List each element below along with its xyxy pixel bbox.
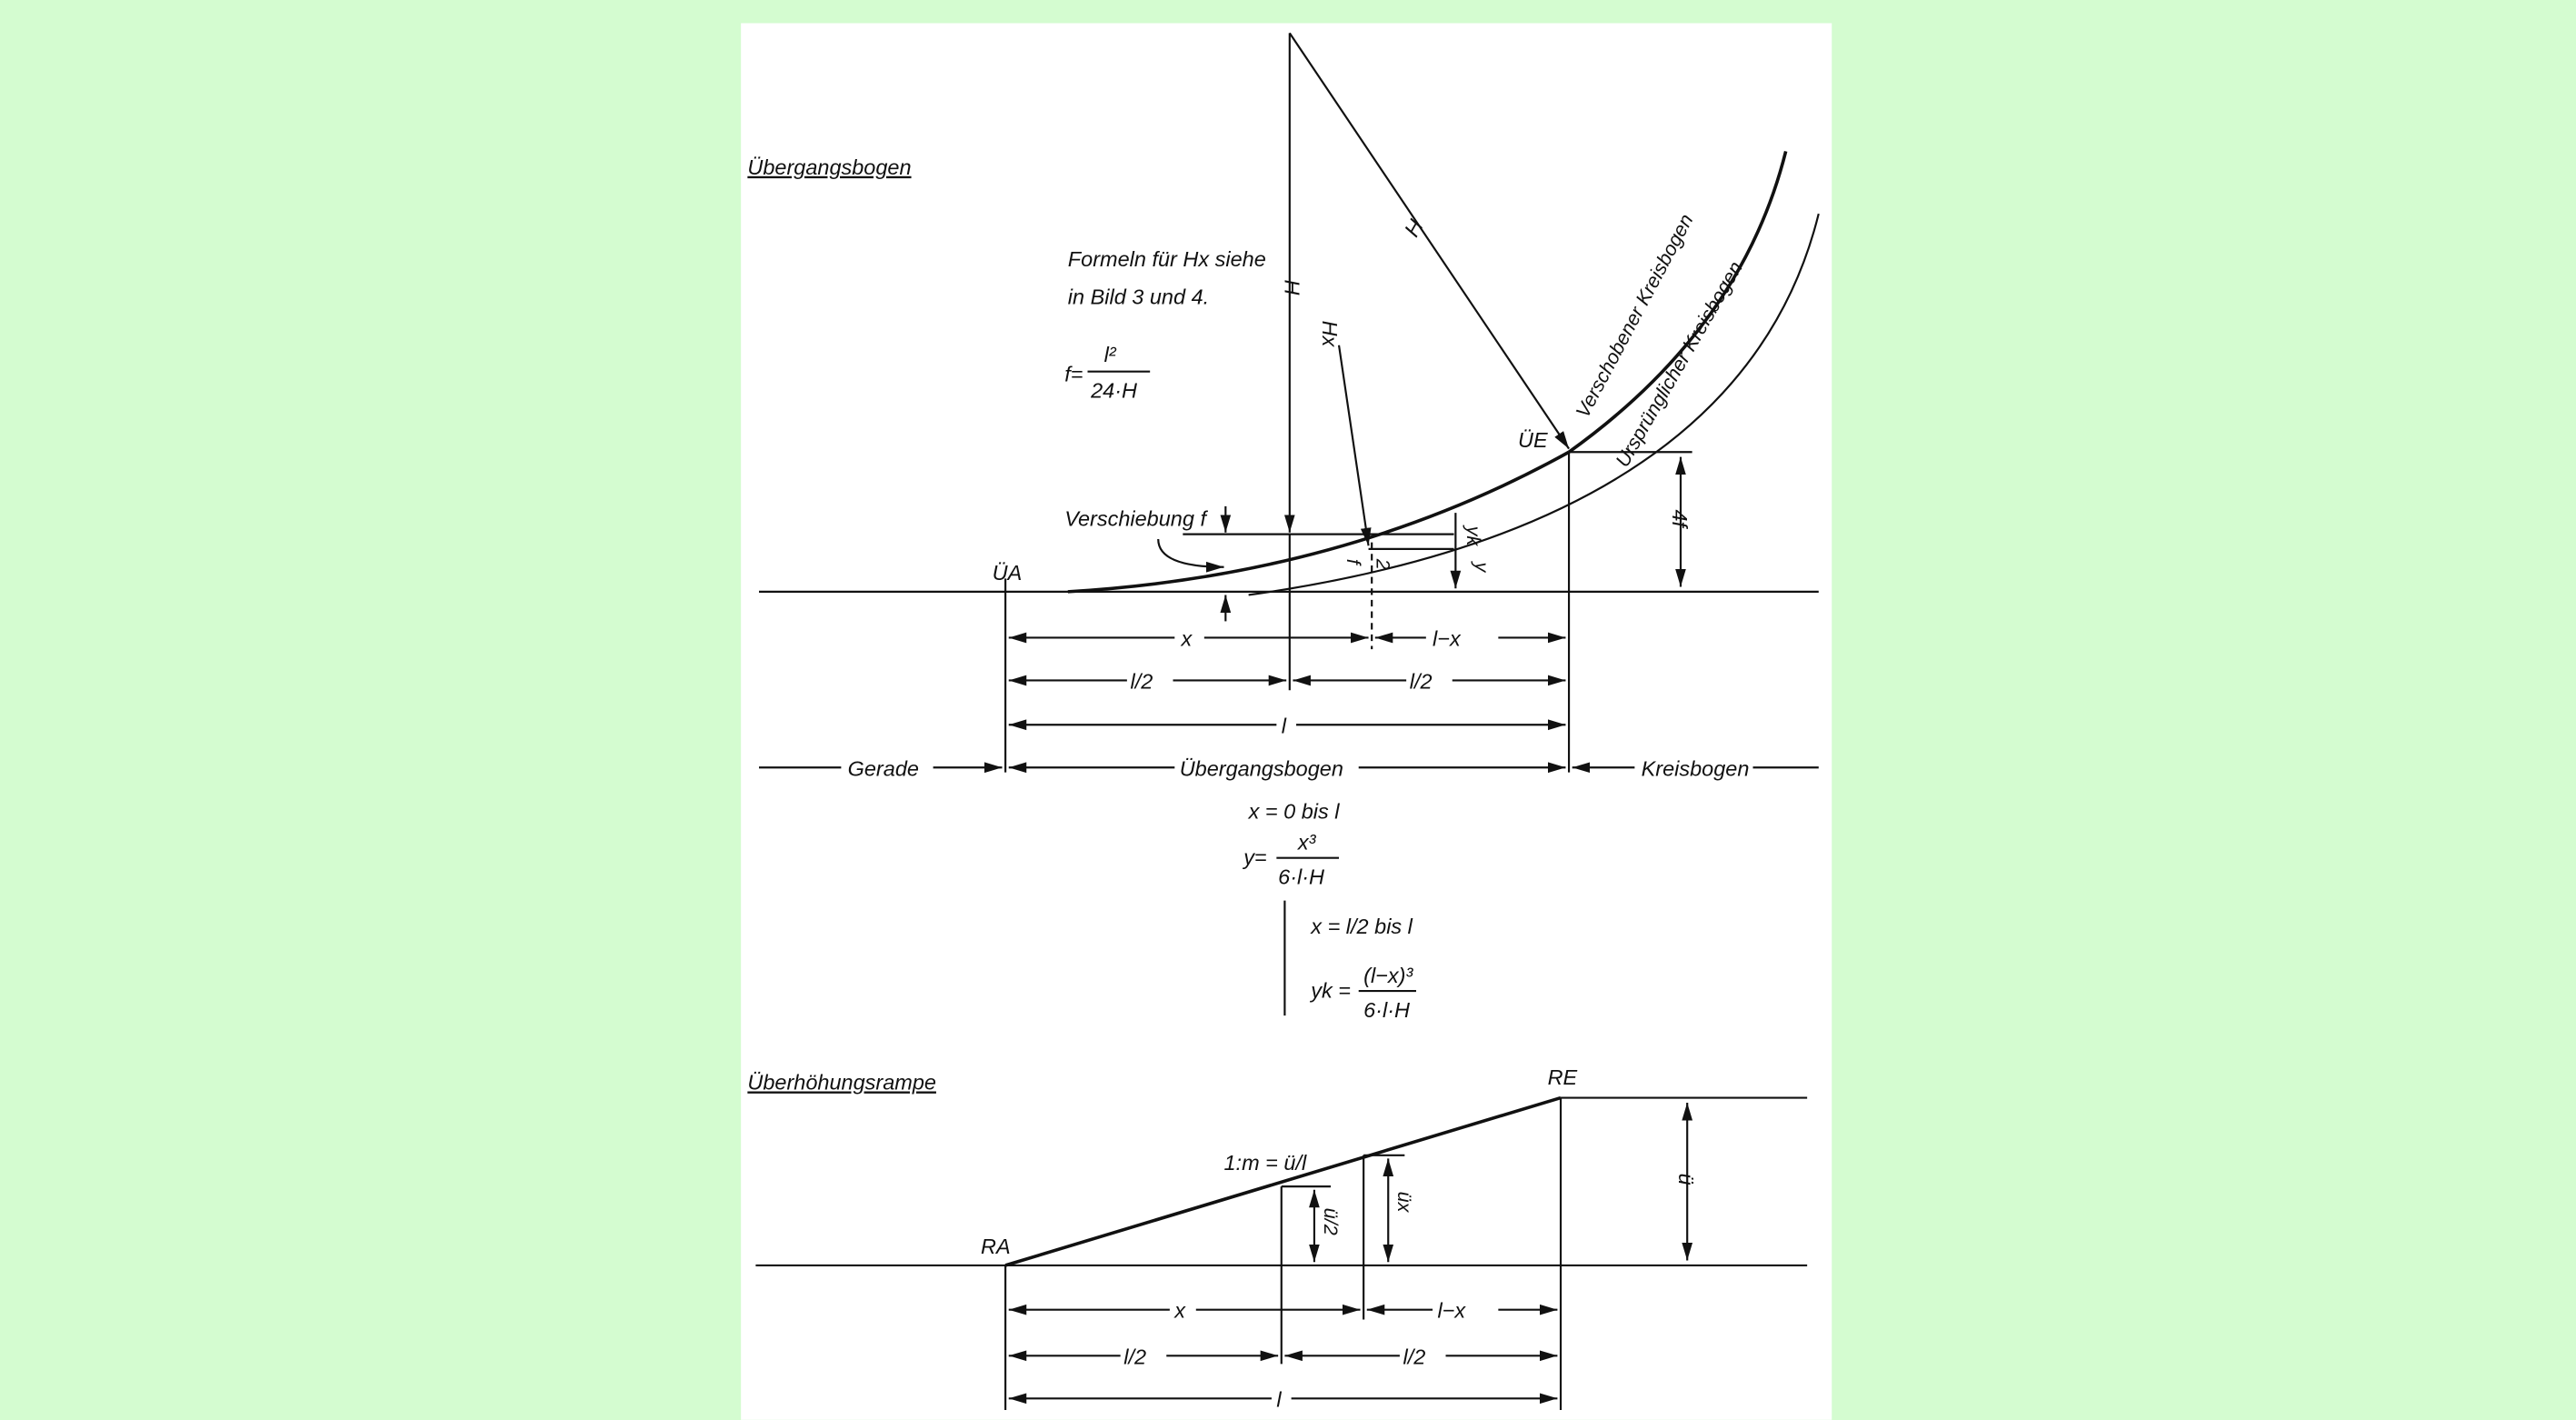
note-line1: Formeln für Hx siehe	[1068, 247, 1266, 271]
dim-x: x	[1181, 627, 1193, 651]
label-ux: üx	[1393, 1192, 1416, 1214]
label-f-half-den: 2	[1373, 558, 1395, 570]
label-4f: 4f	[1668, 509, 1692, 529]
dim-l-half-1: l/2	[1130, 670, 1153, 694]
shifted-arc	[1568, 151, 1788, 454]
dim-l-minus-x-bottom: l−x	[1437, 1299, 1466, 1323]
yk-lhs: yk =	[1309, 978, 1351, 1002]
label-UA: ÜA	[993, 561, 1023, 585]
superelevation-ramp-section: Überhöhungsrampe RA RE 1:m = ü/l ü ü/2 ü…	[747, 1065, 1808, 1412]
label-f-half-num: f	[1343, 559, 1365, 566]
seg-kreis: Kreisbogen	[1642, 756, 1750, 780]
range2: x = l/2 bis l	[1310, 915, 1413, 938]
f-formula-den: 24·H	[1090, 379, 1137, 403]
yk-num: (l−x)³	[1363, 964, 1413, 987]
dim-l-minus-x: l−x	[1433, 627, 1462, 651]
f-formula-num: l²	[1104, 343, 1117, 366]
dim-l: l	[1282, 714, 1287, 737]
label-RA: RA	[981, 1235, 1011, 1258]
slope-label: 1:m = ü/l	[1224, 1151, 1307, 1175]
label-u: ü	[1674, 1174, 1698, 1185]
label-u-half: ü/2	[1320, 1208, 1343, 1235]
yk-den: 6·l·H	[1363, 998, 1410, 1022]
seg-uebergang: Übergangsbogen	[1180, 756, 1343, 780]
dim-l-bottom: l	[1276, 1387, 1282, 1411]
label-Hx: Hx	[1318, 321, 1342, 348]
label-y: y	[1471, 560, 1493, 573]
transition-curve	[1067, 450, 1570, 594]
original-arc	[1248, 213, 1820, 596]
range1: x = 0 bis l	[1248, 799, 1341, 823]
dim-l-half-b2: l/2	[1403, 1345, 1426, 1368]
heading-uebergangsbogen: Übergangsbogen	[747, 155, 911, 179]
y-num: x³	[1297, 831, 1317, 855]
y-den: 6·l·H	[1278, 865, 1324, 889]
dim-l-half-b1: l/2	[1123, 1345, 1146, 1368]
radius-Hx	[1337, 345, 1372, 546]
label-UE: ÜE	[1518, 428, 1548, 452]
label-RE: RE	[1548, 1065, 1578, 1089]
label-yk: yk	[1463, 525, 1485, 547]
label-H-vertical: H	[1280, 279, 1303, 295]
note-line2: in Bild 3 und 4.	[1068, 285, 1209, 309]
heading-ueberhoehungsrampe: Überhöhungsrampe	[747, 1071, 936, 1095]
label-verschiebung: Verschiebung f	[1064, 507, 1208, 531]
dim-l-half-2: l/2	[1410, 670, 1433, 694]
radius-H-diagonal	[1288, 32, 1570, 450]
y-lhs: y=	[1242, 845, 1266, 869]
dim-x-bottom: x	[1173, 1299, 1186, 1323]
f-formula-lhs: f=	[1064, 363, 1083, 386]
seg-gerade: Gerade	[848, 756, 919, 780]
